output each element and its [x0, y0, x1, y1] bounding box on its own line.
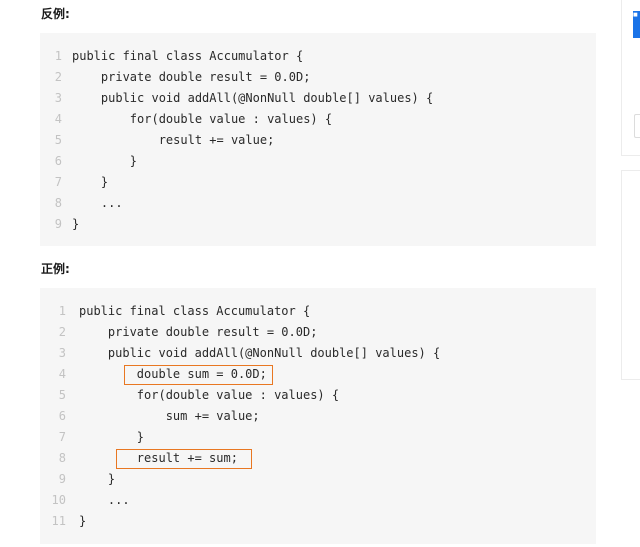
line-number: 9	[54, 217, 62, 231]
code-text: public void addAll(@NonNull double[] val…	[72, 91, 434, 105]
sidebar-badge-icon[interactable]: ■	[633, 11, 640, 38]
code-text: }	[79, 514, 87, 528]
code-text: private double result = 0.0D;	[79, 325, 318, 339]
code-line: 1 public final class Accumulator {	[40, 46, 596, 67]
code-line: 2 private double result = 0.0D;	[40, 67, 596, 88]
code-text: double sum = 0.0D;	[79, 367, 267, 381]
line-number: 1	[54, 49, 62, 63]
line-number: 10	[51, 493, 66, 507]
code-line: 8 result += sum;	[40, 448, 596, 469]
line-number: 3	[58, 346, 66, 360]
sidebar-button-edge[interactable]	[634, 114, 640, 138]
code-text: private double result = 0.0D;	[72, 70, 311, 84]
line-number: 5	[54, 133, 62, 147]
code-line: 4 for(double value : values) {	[40, 109, 596, 130]
counter-example-code-block: 1 public final class Accumulator { 2 priv…	[40, 33, 596, 246]
line-number: 4	[58, 367, 66, 381]
code-line: 6 sum += value;	[40, 406, 596, 427]
code-text: }	[72, 175, 109, 189]
counter-example-heading: 反例:	[41, 7, 70, 21]
highlight-box-double-sum	[124, 365, 273, 385]
line-number: 2	[54, 70, 62, 84]
code-text: for(double value : values) {	[72, 112, 333, 126]
code-line: 7 }	[40, 172, 596, 193]
code-text: public void addAll(@NonNull double[] val…	[79, 346, 441, 360]
line-number: 5	[58, 388, 66, 402]
code-line: 9}	[40, 214, 596, 235]
code-line: 5 for(double value : values) {	[40, 385, 596, 406]
code-text: for(double value : values) {	[79, 388, 340, 402]
line-number: 8	[58, 451, 66, 465]
code-text: sum += value;	[79, 409, 260, 423]
line-number: 3	[54, 91, 62, 105]
code-line: 9 }	[40, 469, 596, 490]
code-line: 3 public void addAll(@NonNull double[] v…	[40, 88, 596, 109]
code-line: 2 private double result = 0.0D;	[40, 322, 596, 343]
code-text: }	[79, 430, 145, 444]
line-number: 6	[58, 409, 66, 423]
line-number: 8	[54, 196, 62, 210]
line-number: 6	[54, 154, 62, 168]
code-line: 4 double sum = 0.0D;	[40, 364, 596, 385]
correct-example-code-block: 1 public final class Accumulator { 2 priv…	[40, 288, 596, 544]
line-number: 7	[54, 175, 62, 189]
code-text: ...	[72, 196, 123, 210]
code-text: }	[72, 217, 80, 231]
code-line: 10 ...	[40, 490, 596, 511]
sidebar-panel-edge	[621, 170, 640, 380]
line-number: 7	[58, 430, 66, 444]
line-number: 11	[51, 514, 66, 528]
code-text: public final class Accumulator {	[72, 49, 304, 63]
line-number: 4	[54, 112, 62, 126]
code-text: public final class Accumulator {	[79, 304, 311, 318]
highlight-box-result-sum	[116, 449, 252, 469]
code-line: 8 ...	[40, 193, 596, 214]
code-text: result += sum;	[79, 451, 238, 465]
code-line: 6 }	[40, 151, 596, 172]
code-text: }	[72, 154, 138, 168]
code-line: 7 }	[40, 427, 596, 448]
code-line: 1 public final class Accumulator {	[40, 301, 596, 322]
code-text: result += value;	[72, 133, 275, 147]
sidebar-card-edge	[621, 0, 640, 156]
code-line: 5 result += value;	[40, 130, 596, 151]
code-text: ...	[79, 493, 130, 507]
code-line: 11}	[40, 511, 596, 532]
line-number: 9	[58, 472, 66, 486]
line-number: 1	[58, 304, 66, 318]
line-number: 2	[58, 325, 66, 339]
code-line: 3 public void addAll(@NonNull double[] v…	[40, 343, 596, 364]
correct-example-heading: 正例:	[41, 262, 70, 276]
code-text: }	[79, 472, 116, 486]
